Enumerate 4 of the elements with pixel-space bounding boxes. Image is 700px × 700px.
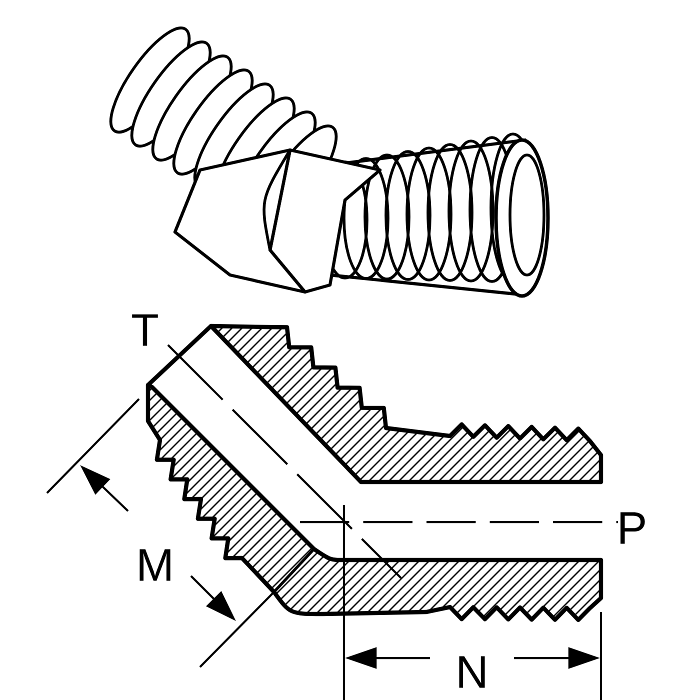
port-label: P xyxy=(620,512,645,544)
dimension-label: N xyxy=(459,656,485,688)
dimension-label: M xyxy=(140,549,170,581)
port-label: T xyxy=(132,314,158,346)
